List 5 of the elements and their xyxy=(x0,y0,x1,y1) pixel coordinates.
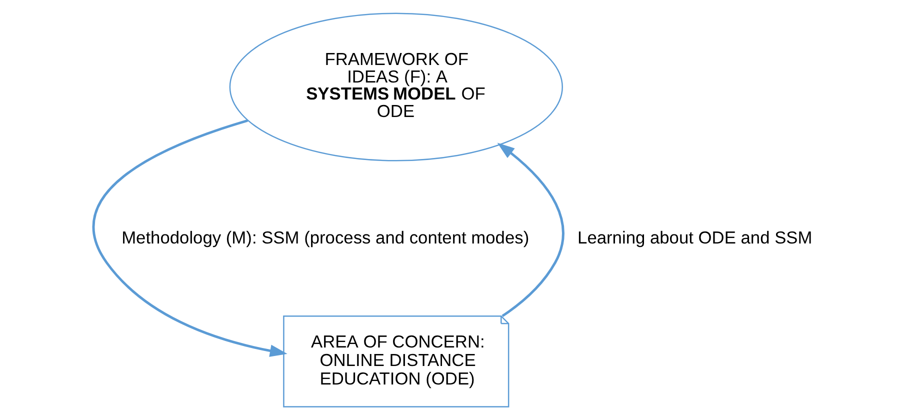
arrow xyxy=(92,119,288,357)
node-ellipse: FRAMEWORK OF IDEAS (F): A SYSTEMS MODEL OF ODE xyxy=(229,12,563,162)
edge-label: Methodology (M): SSM (process and content modes) xyxy=(122,228,530,248)
arrow xyxy=(497,142,564,318)
edge-label: Learning about ODE and SSM xyxy=(578,228,812,248)
